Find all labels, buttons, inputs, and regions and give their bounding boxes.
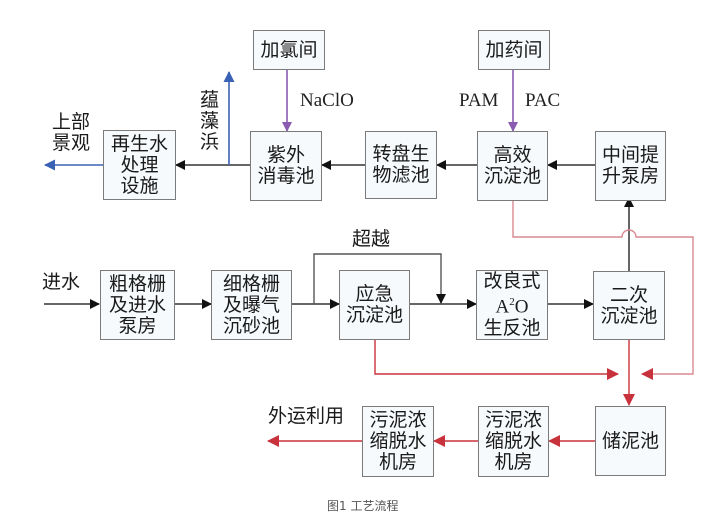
figure-caption: 图1 工艺流程	[327, 499, 399, 513]
pac-label: PAC	[525, 90, 561, 111]
bypass-label: 超越	[352, 228, 391, 250]
a2o-line2: A2O	[495, 296, 529, 318]
dosing-room-label: 加药间	[485, 38, 543, 61]
sludge-storage-label: 储泥池	[601, 429, 659, 452]
reclaimed-water-box: 再生水 处理 设施	[103, 130, 176, 200]
emergency-sedimentation-label: 应急 沉淀池	[345, 283, 403, 326]
reclaimed-water-label: 再生水 处理 设施	[110, 132, 168, 197]
sludge-storage-box: 储泥池	[595, 406, 666, 476]
chlorine-room-box: 加氯间	[253, 30, 325, 70]
emergency-sedimentation-box: 应急 沉淀池	[339, 270, 410, 340]
river-label: 蕴 藻 浜	[200, 89, 220, 153]
disc-filter-label: 转盘生 物滤池	[372, 143, 430, 186]
intermediate-pump-label: 中间提 升泵房	[601, 144, 659, 187]
bypass-line	[313, 253, 446, 304]
a2o-line1: 改良式	[483, 270, 541, 293]
naclo-label: NaClO	[300, 90, 354, 111]
fine-screen-box: 细格栅 及曝气 沉砂池	[211, 270, 292, 340]
offsite-label: 外运利用	[268, 405, 345, 427]
a2o-line3: 生反池	[483, 316, 541, 339]
disc-filter-box: 转盘生 物滤池	[365, 131, 437, 199]
uv-disinfection-box: 紫外 消毒池	[250, 131, 322, 201]
coarse-screen-label: 粗格栅 及进水 泵房	[108, 272, 166, 337]
secondary-sedimentation-box: 二次 沉淀池	[593, 271, 665, 340]
fine-screen-label: 细格栅 及曝气 沉砂池	[222, 272, 280, 337]
dewatering-room-1-box: 污泥浓 缩脱水 机房	[362, 406, 434, 477]
a2o-reactor-label: 改良式 A2O 生反池	[483, 271, 540, 338]
pam-label: PAM	[459, 90, 499, 111]
secondary-sedimentation-label: 二次 沉淀池	[600, 283, 658, 327]
coarse-screen-box: 粗格栅 及进水 泵房	[100, 270, 175, 340]
landscape-label: 上部 景观	[52, 111, 91, 154]
dosing-room-box: 加药间	[478, 30, 550, 70]
emergency-sludge-line	[374, 340, 619, 380]
inflow-label: 进水	[42, 271, 81, 293]
dewatering-room-2-label: 污泥浓 缩脱水 机房	[484, 409, 542, 473]
chlorine-room-label: 加氯间	[260, 38, 318, 61]
a2o-reactor-box: 改良式 A2O 生反池	[476, 270, 548, 340]
uv-disinfection-label: 紫外 消毒池	[257, 144, 315, 187]
hes-sludge-return-line	[512, 199, 694, 380]
high-efficiency-sedimentation-label: 高效 沉淀池	[483, 144, 541, 187]
dewatering-room-1-label: 污泥浓 缩脱水 机房	[369, 409, 427, 473]
intermediate-pump-box: 中间提 升泵房	[595, 131, 666, 201]
high-efficiency-sedimentation-box: 高效 沉淀池	[477, 131, 548, 201]
dewatering-room-2-box: 污泥浓 缩脱水 机房	[478, 406, 549, 477]
